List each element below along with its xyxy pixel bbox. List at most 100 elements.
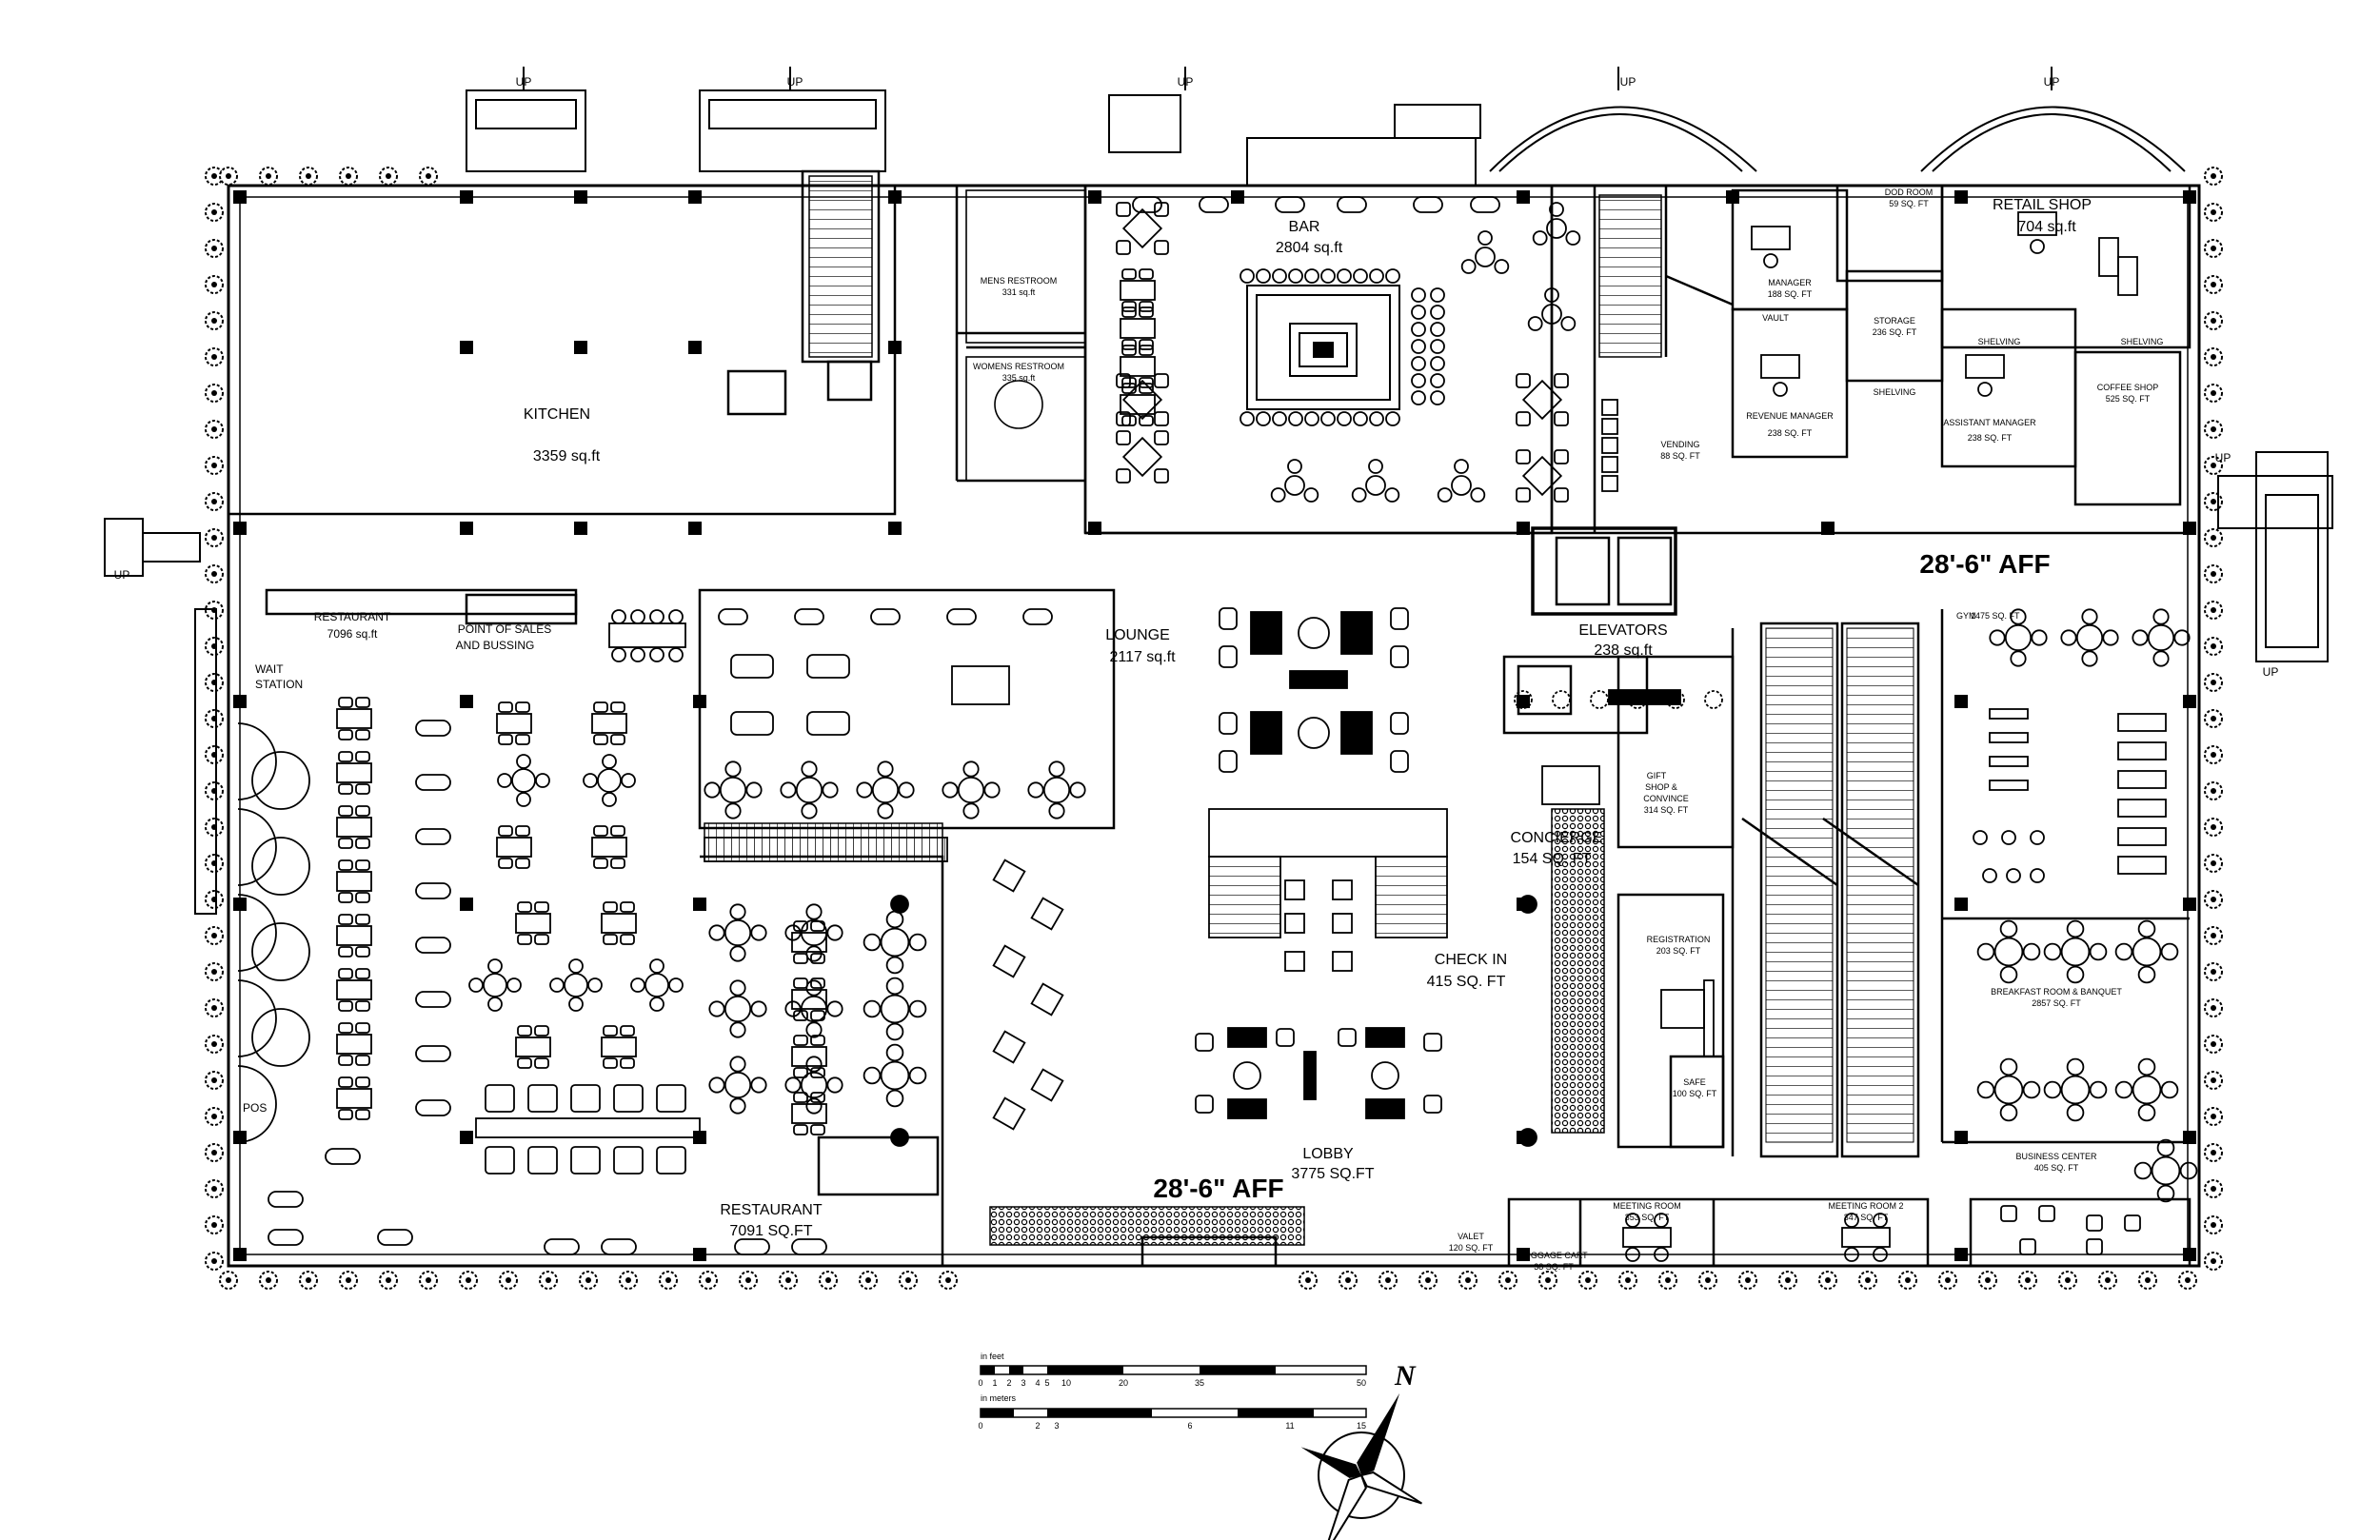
gym-label: GYM [1956,611,1976,621]
column [1726,190,1739,204]
up-label-6: UP [2215,451,2231,464]
treadmill [2117,856,2167,875]
lounge-chair [1030,1068,1064,1102]
column [233,898,247,911]
lobby-sofa [1340,611,1373,655]
column [888,522,902,535]
treadmill [2117,713,2167,732]
lounge-seat [1022,608,1053,625]
chair [1332,913,1353,934]
tree-icon [2098,1271,2117,1290]
bar-stool [2030,239,2045,254]
exercise-bike [2030,830,2045,845]
tree-icon [659,1271,678,1290]
elevators-area: 238 sq.ft [1594,642,1653,659]
coffee-table [1298,717,1330,749]
table-four-seat [2043,1057,2108,1122]
banquette-seat [527,1084,558,1113]
gift-shop-label-3: CONVINCE [1643,794,1689,803]
table-four-seat [630,958,684,1012]
sofa [730,711,774,736]
lounge-chair [1390,750,1409,773]
bar-stool [1977,382,1993,397]
bar-stool [1844,1213,1859,1228]
retail-shop-area: 704 sq.ft [2017,219,2076,235]
lounge-chair [1423,1033,1442,1052]
tree-icon [205,745,224,764]
banquette-seat [656,1146,686,1175]
tree-icon [2204,781,2223,800]
table-four-seat [863,1043,927,1108]
table-four-seat [1976,919,2041,984]
scale-feet-tick: 0 [978,1378,982,1388]
vending-machine [1601,456,1618,473]
bar-seat [1470,196,1500,213]
luggage-cart-area: 38 SQ. FT [1534,1262,1574,1272]
sofa [730,654,774,679]
table-two-seat [336,1022,372,1066]
stair [1375,856,1448,938]
lobby-sofa [1250,611,1282,655]
column [233,190,247,204]
tree-icon [2204,745,2223,764]
tree-icon [2204,1143,2223,1162]
lounge-chair [1219,750,1238,773]
up-label-1: UP [516,75,532,89]
tree-icon [205,528,224,547]
tree-icon [2204,456,2223,475]
booth-seat [415,774,451,791]
dod-room-area: 59 SQ. FT [1889,199,1929,208]
tree-icon [2204,1071,2223,1090]
shelving-label-2: SHELVING [1978,337,2021,346]
up-label-2: UP [787,75,803,89]
scale-feet-tick: 10 [1061,1378,1071,1388]
meeting-room-2-label: MEETING ROOM 2 [1828,1201,1903,1211]
assistant-manager-area: 238 SQ. FT [1968,433,2013,443]
table-two-seat [336,859,372,903]
tree-icon [1538,1271,1557,1290]
table-four-seat [863,910,927,975]
stair [1208,856,1281,938]
bar-stool [1625,1213,1640,1228]
bar-stool [1411,390,1426,405]
bar-stool [1654,1213,1669,1228]
office-desk [2017,211,2057,236]
column [2183,1131,2196,1144]
bar-stool [649,647,664,662]
booth-seat [734,1238,770,1255]
registration-label: REGISTRATION [1647,935,1711,944]
tree-icon [2204,564,2223,583]
bar-label: BAR [1289,219,1320,235]
scale-feet-tick: 5 [1044,1378,1049,1388]
table-two-seat [791,1092,827,1135]
kitchen-label: KITCHEN [524,406,590,423]
restaurant-bottom-area: 7091 SQ.FT [729,1223,812,1239]
bar-seat [1413,196,1443,213]
table-three-seat [1437,459,1486,503]
table-four-seat [780,760,839,819]
exercise-bike [1982,868,1997,883]
lounge-chair [992,859,1026,893]
tree-icon [819,1271,838,1290]
tree-icon [2204,203,2223,222]
tree-icon [205,347,224,366]
bar-stool [1654,1247,1669,1262]
tree-icon [205,673,224,692]
table-four-seat [468,958,522,1012]
bar-stool [1430,305,1445,320]
planter [1590,690,1609,709]
vending-area: 88 SQ. FT [1660,451,1700,461]
vending-machine [1601,437,1618,454]
lounge-chair [1276,1028,1295,1047]
tree-icon [1738,1271,1757,1290]
tree-icon [259,167,278,186]
kitchen-area: 3359 sq.ft [533,448,601,464]
booth-seat [268,1191,304,1208]
tree-icon [1299,1271,1318,1290]
column [460,695,473,708]
bar-stool [1288,268,1303,284]
curved-banquette [237,894,277,972]
planter [890,895,909,914]
gift-shop-label-1: GIFT [1647,771,1667,780]
